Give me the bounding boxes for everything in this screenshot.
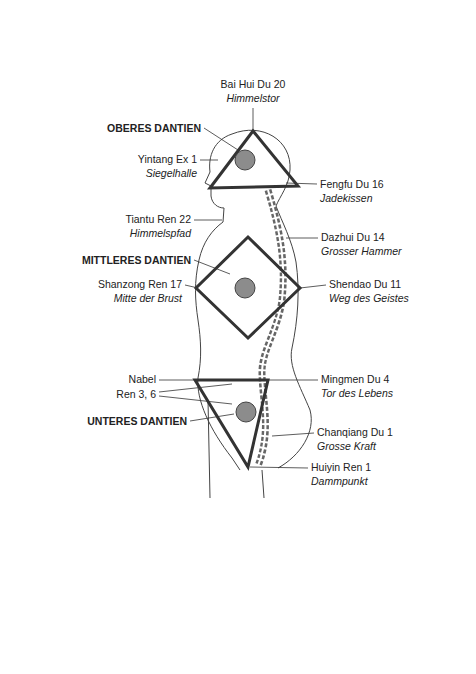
spine-core (258, 190, 283, 466)
point-translation: Siegelhalle (146, 167, 197, 180)
point-name: Chanqiang Du 1 (317, 426, 393, 439)
dantien-name: UNTERES DANTIEN (87, 415, 187, 428)
point-translation: Jadekissen (320, 192, 373, 205)
middle-diamond (196, 237, 300, 338)
point-translation: Grosser Hammer (321, 245, 402, 258)
leader-line (159, 380, 196, 381)
point-translation: Grosse Kraft (317, 440, 376, 453)
leader-line (194, 260, 230, 274)
point-translation: Weg des Geistes (329, 292, 409, 305)
leader-line (204, 128, 238, 150)
leader-line (159, 396, 232, 404)
back-leg (262, 470, 264, 498)
leader-line (253, 108, 254, 130)
point-name: Bai Hui Du 20 (221, 78, 286, 91)
point-name: Yintang Ex 1 (138, 153, 197, 166)
leader-line (250, 467, 308, 468)
point-name: Mingmen Du 4 (321, 373, 389, 386)
dantien-name: OBERES DANTIEN (107, 122, 201, 135)
point-name: Huiyin Ren 1 (311, 461, 371, 474)
dantien-centres (235, 150, 256, 422)
leader-line (159, 384, 232, 392)
dantien-shapes (195, 131, 300, 467)
lower-centre (236, 402, 256, 422)
point-name: Shendao Du 11 (329, 278, 401, 291)
leader-line (190, 414, 234, 421)
leader-line (194, 220, 222, 221)
middle-centre (235, 278, 255, 298)
point-name: Ren 3, 6 (116, 388, 156, 401)
point-name: Fengfu Du 16 (320, 178, 384, 191)
upper-centre (235, 150, 255, 170)
lower-triangle (195, 380, 268, 467)
point-translation: Mitte der Brust (114, 292, 182, 305)
spine (258, 190, 283, 466)
point-name: Shanzong Ren 17 (98, 278, 182, 291)
leader-line (266, 380, 318, 381)
silhouette (196, 130, 312, 498)
upper-triangle (210, 131, 298, 188)
front-leg (208, 400, 210, 498)
point-translation: Himmelspfad (130, 227, 191, 240)
leader-line (200, 160, 218, 161)
back-outline (232, 130, 311, 468)
point-name: Nabel (129, 373, 156, 386)
leader-line (272, 433, 314, 436)
point-translation: Himmelstor (226, 92, 279, 105)
leader-line (286, 238, 318, 239)
point-name: Tiantu Ren 22 (125, 213, 191, 226)
point-translation: Dammpunkt (311, 475, 368, 488)
dantien-name: MITTLERES DANTIEN (82, 254, 191, 267)
point-name: Dazhui Du 14 (321, 231, 385, 244)
leader-line (185, 285, 198, 288)
leader-line (300, 285, 326, 288)
leader-line (286, 183, 317, 184)
point-translation: Tor des Lebens (321, 387, 393, 400)
